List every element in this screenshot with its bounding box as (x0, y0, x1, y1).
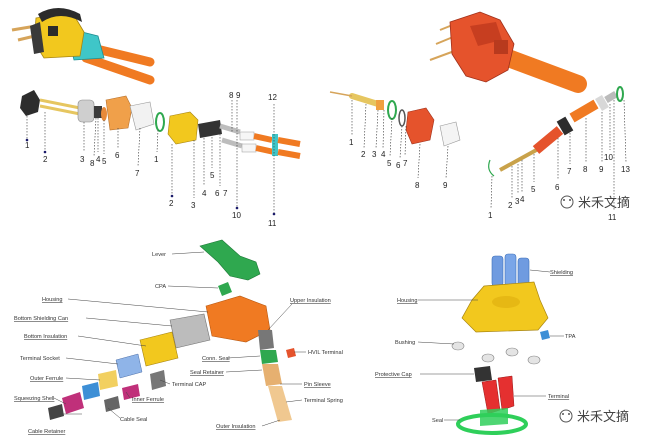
label-tpa: TPA (565, 334, 576, 340)
panel-b-num: 5 (531, 185, 536, 194)
panel-a-num: 8 (90, 159, 95, 168)
panel-b-num: 7 (567, 167, 572, 176)
label-outer-insulation: Outer Insulation (216, 424, 256, 430)
panel-a-leaders (25, 100, 276, 216)
label-conn-seal: Conn. Seal (202, 356, 230, 362)
panel-a-num: 4 (202, 189, 207, 198)
panel-a-assembled-connector (11, 8, 155, 85)
panel-b-num: 6 (396, 161, 401, 170)
panel-b-num: 8 (415, 181, 420, 190)
label-terminal: Terminal (548, 394, 569, 400)
panel-a-part-numbers: 1 2 3 8 4 5 6 7 1 2 3 4 5 6 7 8 9 10 11 … (25, 91, 277, 228)
panel-d-parts (451, 253, 550, 435)
panel-c-parts (48, 239, 296, 422)
watermark-text: 米禾文摘 (577, 409, 629, 425)
panel-b-exploded-left (329, 91, 461, 147)
panel-b-assembled-connector (429, 11, 587, 93)
label-pin-sleeve: Pin Sleeve (304, 382, 331, 388)
label-lever: Lever (152, 252, 166, 258)
panel-a-num: 7 (135, 169, 140, 178)
watermark-top: 米禾文摘 (560, 195, 630, 211)
panel-a-num: 2 (43, 155, 48, 164)
label-bottom-insulation: Bottom Insulation (24, 334, 67, 340)
panel-a-num: 9 (236, 91, 241, 100)
label-seal-retainer: Seal Retainer (190, 370, 224, 376)
panel-d-labels: Shielding Housing TPA Bushing Protective… (375, 270, 576, 424)
label-cable-seal: Cable Seal (120, 417, 147, 423)
panel-b-num: 6 (555, 183, 560, 192)
panel-b-num: 8 (583, 165, 588, 174)
panel-b-num: 1 (488, 211, 493, 220)
panel-a-num: 7 (223, 189, 228, 198)
panel-a-num: 8 (229, 91, 234, 100)
panel-b-num: 3 (372, 150, 377, 159)
label-squeezing-shell: Squeezing Shell (14, 396, 54, 402)
panel-a-num: 4 (96, 155, 101, 164)
label-inner-ferrule: Inner Ferrule (132, 397, 164, 403)
label-terminal-socket: Terminal Socket (20, 356, 60, 362)
panel-b-num: 11 (608, 213, 617, 222)
panel-b-num: 1 (349, 138, 354, 147)
label-upper-insulation: Upper Insulation (290, 298, 331, 304)
panel-b-exploded-right (488, 86, 624, 177)
panel-a-num: 10 (232, 211, 241, 220)
label-outer-ferrule: Outer Ferrule (30, 376, 63, 382)
panel-b-num: 3 (515, 197, 520, 206)
panel-a-num: 1 (154, 155, 159, 164)
label-cable-retainer: Cable Retainer (28, 429, 65, 435)
panel-b-num: 10 (604, 153, 613, 162)
watermark-text: 米禾文摘 (578, 195, 630, 211)
label-hvil-terminal: HVIL Terminal (308, 350, 343, 356)
panel-b-num: 9 (443, 181, 448, 190)
panel-a-num: 6 (215, 189, 220, 198)
panel-a-num: 11 (268, 219, 277, 228)
label-bushing: Bushing (395, 340, 415, 346)
panel-a-num: 5 (210, 171, 215, 180)
panel-c-labels: Lever CPA Housing Bottom Shielding Can B… (14, 252, 343, 435)
panel-b-num: 2 (361, 150, 366, 159)
panel-a-num: 3 (191, 201, 196, 210)
panel-b-leaders (351, 99, 627, 210)
label-terminal-cap: Terminal CAP (172, 382, 206, 388)
panel-b-num: 4 (520, 195, 525, 204)
watermark-bottom: 米禾文摘 (559, 409, 629, 425)
label-terminal-spring: Terminal Spring (304, 398, 343, 404)
panel-a-exploded-right (155, 111, 301, 159)
label-bottom-shielding-can: Bottom Shielding Can (14, 316, 68, 322)
panel-a-exploded-left (20, 90, 155, 131)
panel-a-num: 3 (80, 155, 85, 164)
label-shielding: Shielding (550, 270, 573, 276)
panel-a-num: 6 (115, 151, 120, 160)
panel-a-num: 5 (102, 157, 107, 166)
label-protective-cap: Protective Cap (375, 372, 412, 378)
panel-b-num: 4 (381, 150, 386, 159)
panel-b-num: 7 (403, 159, 408, 168)
panel-b-num: 13 (621, 165, 630, 174)
panel-d-leaders (417, 269, 564, 421)
label-housing: Housing (42, 297, 63, 303)
panel-b-num: 5 (387, 159, 392, 168)
panel-b-part-numbers: 1 2 3 4 5 6 7 8 9 1 2 3 4 5 6 7 8 9 10 1… (349, 138, 630, 222)
panel-a-num: 2 (169, 199, 174, 208)
label-seal: Seal (432, 418, 443, 424)
panel-a-num: 12 (268, 93, 277, 102)
panel-c-leaders (52, 251, 306, 427)
label-cpa: CPA (155, 284, 166, 290)
panel-b-num: 2 (508, 201, 513, 210)
panel-b-num: 9 (599, 165, 604, 174)
label-housing-d: Housing (397, 298, 418, 304)
panel-a-num: 1 (25, 141, 30, 150)
